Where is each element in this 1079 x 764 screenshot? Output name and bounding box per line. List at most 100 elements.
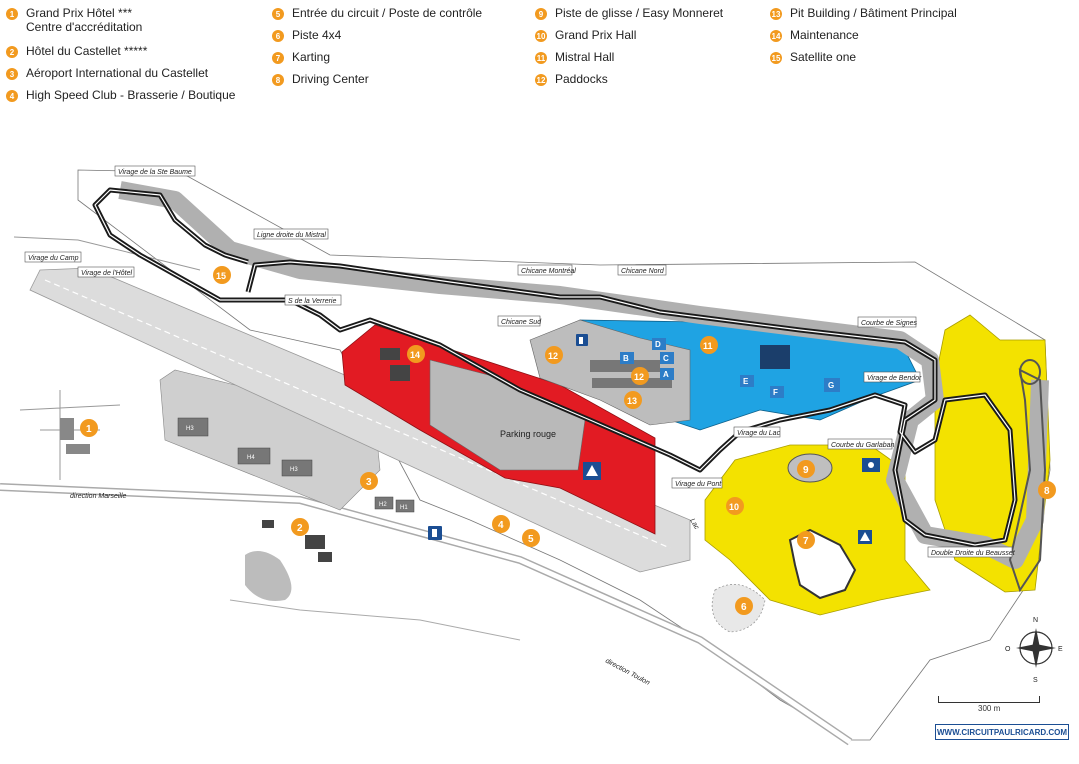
label-box <box>863 371 921 383</box>
svg-text:1: 1 <box>86 424 92 435</box>
lot-label: G <box>828 381 834 390</box>
lot-label: D <box>655 340 661 349</box>
castellet-buildings <box>262 520 332 562</box>
label-box <box>284 294 342 306</box>
building <box>592 378 672 388</box>
scale-bar-line <box>938 696 1040 703</box>
lot-marker <box>824 378 840 392</box>
lot-label: F <box>773 388 778 397</box>
castellet-lake <box>245 551 292 601</box>
maintenance-building <box>380 348 400 360</box>
legend-marker-icon: 3 <box>6 68 18 80</box>
building <box>318 552 332 562</box>
lot-marker <box>740 375 754 387</box>
label-dir-toulon: direction Toulon <box>604 658 651 687</box>
marker-4: 4 <box>492 515 510 533</box>
paddock-lots: D C B A E F G <box>620 338 840 398</box>
hangar <box>395 499 415 513</box>
label-virage-lac: Virage du Lac <box>737 430 781 437</box>
svg-text:7: 7 <box>803 536 809 547</box>
lot-label: E <box>743 377 749 386</box>
hangar <box>177 417 209 437</box>
compass-e: E <box>1058 646 1063 653</box>
label-box <box>617 264 667 276</box>
marker-12b: 12 <box>631 367 649 385</box>
fuel-icon-pump <box>579 337 583 344</box>
hangar-label: H4 <box>247 455 255 461</box>
label-chicane-montreal: Chicane Montréal <box>521 268 576 275</box>
building <box>305 535 325 549</box>
numbered-markers: 1 2 3 4 5 6 7 8 9 10 11 12 12 13 14 15 <box>80 266 1056 615</box>
track-labels: Virage de la Ste Baume Ligne droite du M… <box>24 165 1016 687</box>
compass-s: S <box>1033 677 1038 684</box>
legend-marker-icon: 15 <box>770 52 782 64</box>
marker-9: 9 <box>797 460 815 478</box>
hangars <box>177 417 415 513</box>
lot-marker <box>620 352 634 364</box>
hangar-label: H3 <box>186 426 194 432</box>
fuel-icon <box>576 334 588 346</box>
label-courbe-garlaban: Courbe du Garlaban <box>831 442 895 449</box>
legend-marker-icon: 7 <box>272 52 284 64</box>
road-south <box>229 599 521 641</box>
label-box <box>671 477 723 489</box>
marker-5: 5 <box>522 529 540 547</box>
svg-text:4: 4 <box>498 520 504 531</box>
legend-marker-icon: 2 <box>6 46 18 58</box>
svg-text:15: 15 <box>216 271 226 281</box>
compass-o: O <box>1005 646 1011 653</box>
hangar-labels: H3 H4 H3 H2 H1 <box>186 426 408 511</box>
marker-10: 10 <box>726 497 744 515</box>
label-box <box>24 251 82 263</box>
svg-text:11: 11 <box>703 341 713 351</box>
legend-marker-icon: 14 <box>770 30 782 42</box>
tree-icon <box>858 530 872 544</box>
marker-13: 13 <box>624 391 642 409</box>
marker-14: 14 <box>407 345 425 363</box>
label-virage-camp: Virage du Camp <box>28 255 79 262</box>
building <box>60 418 74 440</box>
hangar <box>237 447 271 465</box>
label-box <box>857 316 917 328</box>
compass-n: N <box>1033 617 1038 624</box>
legend-marker-icon: 11 <box>535 52 547 64</box>
label-courbe-signes: Courbe de Signes <box>861 320 918 327</box>
legend-marker-icon: 10 <box>535 30 547 42</box>
marker-8: 8 <box>1038 481 1056 499</box>
lot-label: A <box>663 370 669 379</box>
scale-bar-label: 300 m <box>978 704 1001 713</box>
label-beausset: Double Droite du Beausset <box>931 550 1016 557</box>
marker-15: 15 <box>213 266 231 284</box>
label-box <box>927 546 1013 558</box>
label-box <box>114 165 196 177</box>
marker-7: 7 <box>797 531 815 549</box>
legend-marker-icon: 5 <box>272 8 284 20</box>
website-link[interactable]: WWW.CIRCUITPAULRICARD.COM <box>935 724 1069 740</box>
label-dir-marseille: direction Marseille <box>70 493 127 500</box>
marker-6: 6 <box>735 597 753 615</box>
skid-icon <box>862 458 880 472</box>
label-box <box>77 266 135 278</box>
building <box>262 520 274 528</box>
fuel-icon <box>428 526 442 540</box>
fuel-icon-pump <box>432 529 437 537</box>
svg-text:13: 13 <box>627 396 637 406</box>
label-box <box>497 315 541 327</box>
legend-marker-icon: 6 <box>272 30 284 42</box>
main-track-inner <box>94 189 1016 546</box>
label-parking-rouge: Parking rouge <box>500 429 556 439</box>
lot-label: C <box>663 354 669 363</box>
hangar <box>374 496 394 510</box>
building <box>760 345 790 369</box>
hangar-label: H1 <box>400 505 408 511</box>
legend-marker-icon: 13 <box>770 8 782 20</box>
